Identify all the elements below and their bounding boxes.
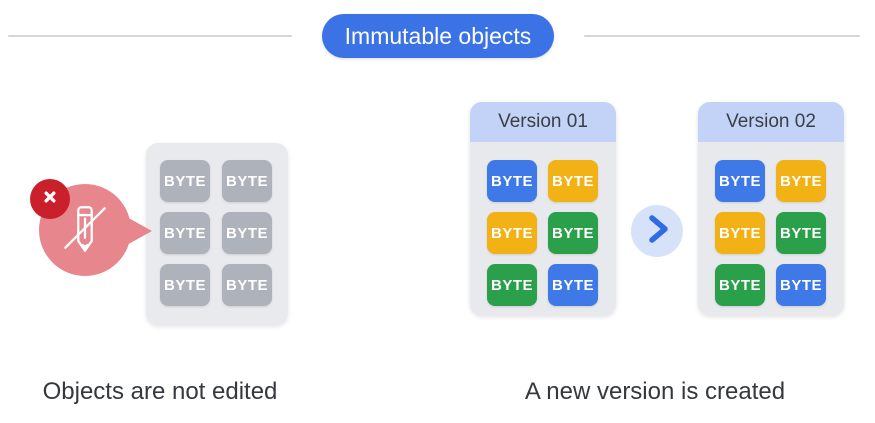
version-02-header: Version 02 [698,102,844,142]
byte-tile: BYTE [487,160,537,202]
byte-tile: BYTE [160,212,210,254]
next-version-arrow [631,205,683,257]
version-01-card: Version 01 BYTE BYTE BYTE BYTE BYTE BYTE [470,102,616,315]
byte-tile: BYTE [548,264,598,306]
byte-tile: BYTE [548,212,598,254]
byte-tile: BYTE [776,160,826,202]
chevron-right-icon [631,203,683,260]
x-badge [30,179,70,219]
byte-tile: BYTE [222,264,272,306]
byte-tile: BYTE [160,160,210,202]
version-01-header: Version 01 [470,102,616,142]
object-card: BYTE BYTE BYTE BYTE BYTE BYTE [146,143,288,325]
byte-tile: BYTE [222,212,272,254]
byte-tile: BYTE [487,212,537,254]
byte-tile: BYTE [715,264,765,306]
no-edit-pencil-icon [56,199,114,262]
byte-grid: BYTE BYTE BYTE BYTE BYTE BYTE [146,143,288,323]
byte-tile: BYTE [548,160,598,202]
byte-tile: BYTE [776,264,826,306]
title-pill: Immutable objects [322,14,554,58]
byte-grid: BYTE BYTE BYTE BYTE BYTE BYTE [470,142,616,306]
x-icon [39,186,61,213]
byte-tile: BYTE [222,160,272,202]
right-caption: A new version is created [524,378,786,405]
byte-tile: BYTE [487,264,537,306]
byte-tile: BYTE [715,160,765,202]
version-02-card: Version 02 BYTE BYTE BYTE BYTE BYTE BYTE [698,102,844,315]
divider-line-right [584,35,860,37]
byte-tile: BYTE [160,264,210,306]
byte-tile: BYTE [715,212,765,254]
byte-tile: BYTE [776,212,826,254]
left-caption: Objects are not edited [42,378,278,405]
divider-line-left [8,35,292,37]
byte-grid: BYTE BYTE BYTE BYTE BYTE BYTE [698,142,844,306]
